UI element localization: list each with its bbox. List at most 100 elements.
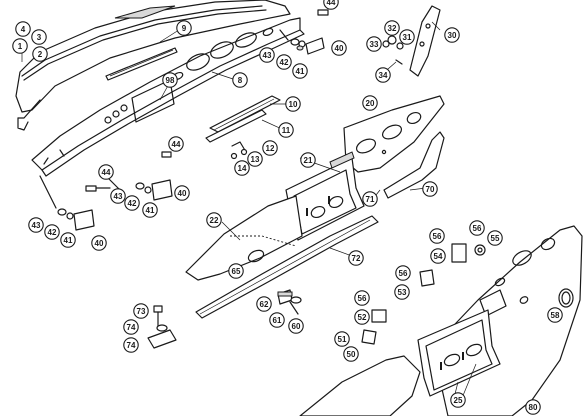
- callout-circle: [133, 303, 149, 319]
- callout-label: 71: [366, 195, 375, 204]
- callout-c74a: 74: [123, 319, 139, 335]
- callout-circle: [395, 265, 411, 281]
- callout-circle: [32, 46, 48, 62]
- callout-circle: [162, 72, 178, 88]
- part-70-curved-trim: [383, 131, 445, 199]
- callout-c40c: 40: [91, 235, 107, 251]
- callout-label: 3: [37, 33, 42, 42]
- callout-label: 54: [434, 252, 443, 261]
- callout-c53: 53: [394, 284, 410, 300]
- callout-c41a: 41: [292, 63, 308, 79]
- callout-label: 14: [238, 164, 247, 173]
- callout-c40a: 40: [331, 40, 347, 56]
- callout-label: 41: [296, 67, 305, 76]
- fastener-group-73-74: [147, 305, 177, 349]
- callout-label: 56: [358, 294, 367, 303]
- callout-c51: 51: [334, 331, 350, 347]
- callout-label: 41: [146, 206, 155, 215]
- callout-label: 70: [426, 185, 435, 194]
- callout-c3: 3: [31, 29, 47, 45]
- part-9-trim-strip: [105, 47, 178, 81]
- callout-c8: 8: [232, 72, 248, 88]
- part-72-lower-trim: [195, 215, 379, 319]
- callout-circle: [28, 217, 44, 233]
- callout-circle: [168, 136, 184, 152]
- callout-label: 11: [282, 126, 291, 135]
- callout-c71: 71: [362, 191, 378, 207]
- callout-label: 52: [358, 313, 367, 322]
- callout-circle: [366, 36, 382, 52]
- fastener-group-left: [39, 151, 173, 231]
- callout-c43c: 43: [28, 217, 44, 233]
- callout-circle: [269, 312, 285, 328]
- callout-label: 2: [38, 50, 43, 59]
- callout-circle: [429, 228, 445, 244]
- fastener-group-upper-right: [279, 9, 329, 55]
- callout-label: 50: [347, 350, 356, 359]
- callout-c41b: 41: [142, 202, 158, 218]
- callout-circle: [375, 67, 391, 83]
- callout-layer: 4321944434241408981011121314444443424140…: [12, 0, 563, 415]
- callout-circle: [91, 235, 107, 251]
- callout-c2: 2: [32, 46, 48, 62]
- callout-c12: 12: [262, 140, 278, 156]
- part-25-lower-center-panel: [299, 309, 501, 416]
- callout-label: 40: [178, 189, 187, 198]
- callout-label: 44: [172, 140, 181, 149]
- callout-circle: [234, 160, 250, 176]
- callout-label: 74: [127, 341, 136, 350]
- callout-c73: 73: [133, 303, 149, 319]
- callout-label: 56: [473, 224, 482, 233]
- callout-label: 4: [21, 25, 26, 34]
- callout-label: 34: [379, 71, 388, 80]
- callout-circle: [487, 230, 503, 246]
- callout-circle: [123, 319, 139, 335]
- callout-circle: [228, 263, 244, 279]
- callout-label: 10: [289, 100, 298, 109]
- callout-label: 41: [64, 236, 73, 245]
- callout-circle: [110, 188, 126, 204]
- fastener-group-62-61-60: [277, 289, 302, 315]
- callout-c56b: 56: [469, 220, 485, 236]
- callout-label: 40: [95, 239, 104, 248]
- callout-circle: [12, 38, 28, 54]
- callout-label: 60: [292, 322, 301, 331]
- callout-label: 43: [263, 51, 272, 60]
- callout-label: 42: [280, 58, 289, 67]
- small-parts-50-58: [361, 243, 574, 345]
- callout-circle: [323, 0, 339, 10]
- callout-circle: [444, 27, 460, 43]
- callout-circle: [247, 151, 263, 167]
- callout-c44a: 44: [323, 0, 339, 10]
- callout-circle: [334, 331, 350, 347]
- callout-circle: [176, 20, 192, 36]
- callout-circle: [354, 309, 370, 325]
- callout-circle: [300, 152, 316, 168]
- callout-c13: 13: [247, 151, 263, 167]
- callout-circle: [331, 40, 347, 56]
- callout-circle: [262, 140, 278, 156]
- part-30-switch-bracket: [382, 5, 441, 77]
- callout-c42c: 42: [44, 224, 60, 240]
- callout-c4: 4: [15, 21, 31, 37]
- callout-label: 51: [338, 335, 347, 344]
- callout-circle: [206, 212, 222, 228]
- callout-circle: [422, 181, 438, 197]
- callout-c42a: 42: [276, 54, 292, 70]
- callout-c34: 34: [375, 67, 391, 83]
- callout-circle: [15, 21, 31, 37]
- callout-circle: [174, 185, 190, 201]
- callout-circle: [278, 122, 294, 138]
- callout-label: 43: [32, 221, 41, 230]
- callout-c43a: 43: [259, 47, 275, 63]
- callout-c56d: 56: [354, 290, 370, 306]
- callout-c30: 30: [444, 27, 460, 43]
- callout-circle: [348, 250, 364, 266]
- callout-c40b: 40: [174, 185, 190, 201]
- callout-c50: 50: [343, 346, 359, 362]
- callout-label: 56: [433, 232, 442, 241]
- callout-c55: 55: [487, 230, 503, 246]
- callout-circle: [450, 392, 466, 408]
- callout-label: 20: [366, 99, 375, 108]
